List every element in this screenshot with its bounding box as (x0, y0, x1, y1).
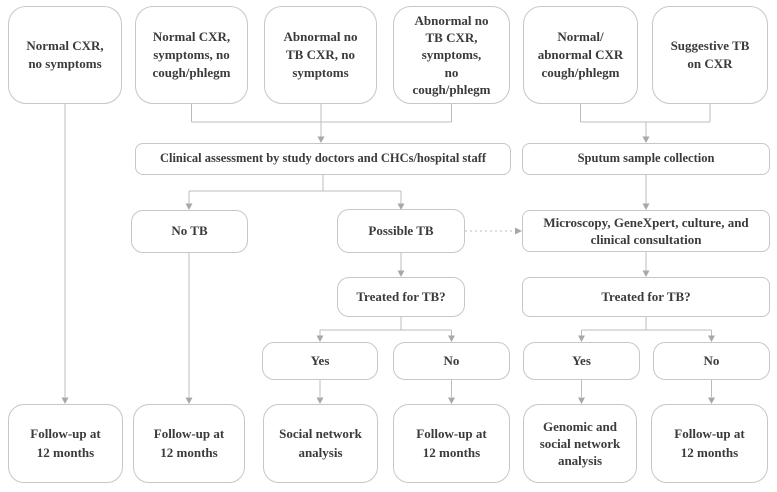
node-treated-for-tb-left: Treated for TB? (337, 277, 465, 317)
node-normal-abnormal-cxr-cough-phlegm: Normal/ abnormal CXR cough/phlegm (523, 6, 638, 104)
node-abnormal-no-tb-cxr-symptoms-no-cough: Abnormal no TB CXR, symptoms, no cough/p… (393, 6, 510, 104)
node-no-left: No (393, 342, 510, 380)
node-label: Abnormal no TB CXR, no symptoms (283, 28, 358, 81)
node-label: Yes (310, 352, 330, 368)
node-followup-1: Follow-up at 12 months (8, 404, 123, 483)
node-no-tb: No TB (131, 210, 248, 253)
node-label: Follow-up at 12 months (30, 426, 101, 460)
node-abnormal-no-tb-cxr-no-symptoms: Abnormal no TB CXR, no symptoms (264, 6, 377, 104)
node-sputum-sample-collection: Sputum sample collection (522, 143, 770, 175)
node-label: Follow-up at 12 months (416, 426, 487, 460)
node-yes-right: Yes (523, 342, 640, 380)
connector-treated-left-split (319, 317, 452, 336)
node-label: Sputum sample collection (577, 151, 715, 166)
node-followup-4: Follow-up at 12 months (651, 404, 768, 483)
node-label: No (443, 352, 460, 368)
arrow-down-icon (185, 397, 193, 404)
node-label: Follow-up at 12 months (674, 426, 745, 460)
node-followup-2: Follow-up at 12 months (133, 404, 245, 483)
node-no-right: No (653, 342, 770, 380)
arrow-down-icon (185, 203, 193, 210)
node-suggestive-tb-on-cxr: Suggestive TB on CXR (652, 6, 768, 104)
connector-clinical-assessment-split (188, 175, 402, 204)
node-social-network-analysis: Social network analysis (263, 404, 378, 483)
arrow-down-icon (578, 335, 585, 342)
arrow-down-icon (317, 136, 325, 143)
arrow-down-icon (316, 335, 324, 342)
arrow-down-icon (316, 397, 324, 404)
arrow-down-icon (642, 136, 650, 143)
arrow-down-icon (448, 397, 455, 404)
arrow-down-icon (61, 397, 69, 404)
node-label: Treated for TB? (601, 288, 691, 304)
node-label: Microscopy, GeneXpert, culture, and clin… (543, 214, 749, 247)
node-label: Follow-up at 12 months (153, 426, 225, 460)
node-treated-for-tb-right: Treated for TB? (522, 277, 770, 317)
node-label: Abnormal no TB CXR, symptoms, no cough/p… (412, 13, 491, 97)
node-label: Yes (572, 352, 591, 368)
connector-cxr-group-to-clinical-assessment (191, 104, 452, 137)
arrow-right-icon (515, 227, 522, 235)
arrow-down-icon (397, 203, 405, 210)
arrow-down-icon (448, 335, 455, 342)
node-microscopy-genexpert: Microscopy, GeneXpert, culture, and clin… (522, 210, 770, 252)
node-label: Treated for TB? (356, 288, 446, 304)
node-label: Social network analysis (279, 426, 362, 460)
node-label: Normal CXR, symptoms, no cough/phlegm (152, 28, 231, 81)
arrow-down-icon (397, 270, 405, 277)
node-label: No (703, 352, 720, 368)
node-label: Clinical assessment by study doctors and… (159, 151, 487, 166)
node-normal-cxr-symptoms-no-cough: Normal CXR, symptoms, no cough/phlegm (135, 6, 248, 104)
node-yes-left: Yes (262, 342, 378, 380)
arrow-down-icon (708, 397, 715, 404)
node-label: Normal CXR, no symptoms (26, 37, 104, 71)
node-label: Genomic and social network analysis (539, 418, 621, 469)
node-label: Possible TB (368, 222, 434, 238)
connector-treated-right-split (581, 317, 712, 336)
arrow-down-icon (708, 335, 715, 342)
node-clinical-assessment: Clinical assessment by study doctors and… (135, 143, 511, 175)
node-followup-3: Follow-up at 12 months (393, 404, 510, 483)
node-label: Normal/ abnormal CXR cough/phlegm (537, 28, 624, 81)
arrow-down-icon (642, 203, 650, 210)
connector-cxr-group-to-sputum-collection (580, 104, 711, 137)
node-possible-tb: Possible TB (337, 209, 465, 253)
node-genomic-social-network-analysis: Genomic and social network analysis (523, 404, 637, 483)
arrow-down-icon (578, 397, 585, 404)
node-normal-cxr-no-symptoms: Normal CXR, no symptoms (8, 6, 122, 104)
node-label: Suggestive TB on CXR (670, 37, 750, 71)
node-label: No TB (171, 223, 208, 239)
arrow-down-icon (642, 270, 650, 277)
